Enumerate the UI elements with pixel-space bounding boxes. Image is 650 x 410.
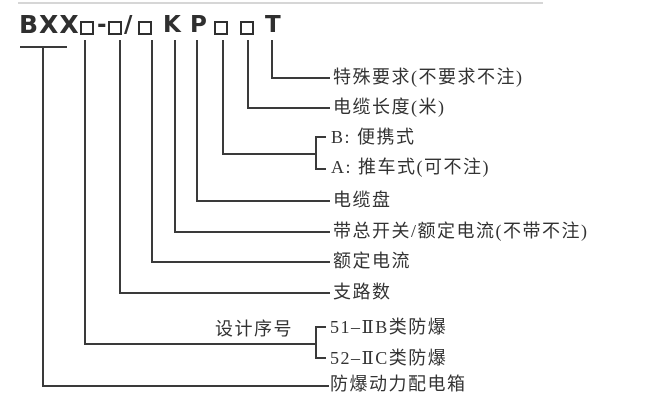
leader-type-bracket [222, 40, 317, 155]
leader-main-switch [174, 40, 330, 233]
label-design-serial: 设计序号 [215, 319, 293, 339]
code-box-3 [138, 21, 152, 35]
label-type-b: B: 便携式 [331, 127, 416, 147]
code-dash: - [97, 12, 107, 38]
type-ba-bracket [315, 136, 326, 170]
leader-special-req [271, 40, 330, 79]
code-prefix: BXX [19, 10, 80, 39]
leader-branch-count [119, 40, 330, 294]
code-box-1 [80, 21, 94, 35]
serial-5152-bracket [315, 326, 326, 359]
leader-product-name [42, 47, 329, 387]
code-letter-k: K [163, 12, 181, 38]
label-rated-current: 额定电流 [333, 251, 411, 271]
label-serial-52: 52–ⅡC类防爆 [330, 348, 448, 368]
leader-rated-current [151, 40, 330, 263]
code-slash: / [124, 12, 133, 38]
label-product-name: 防爆动力配电箱 [330, 374, 467, 394]
leader-cable-reel [196, 40, 330, 202]
code-letter-t: T [265, 12, 281, 38]
code-box-4 [214, 21, 228, 35]
code-letter-p: P [190, 12, 207, 38]
code-box-5 [240, 21, 254, 35]
label-cable-length: 电缆长度(米) [333, 97, 446, 117]
label-branch-count: 支路数 [333, 282, 392, 302]
top-divider-line [18, 2, 543, 4]
code-box-2 [108, 21, 122, 35]
leader-cable-length [247, 40, 330, 109]
label-main-switch: 带总开关/额定电流(不带不注) [333, 221, 589, 241]
label-type-a: A: 推车式(可不注) [331, 157, 490, 177]
label-cable-reel: 电缆盘 [333, 190, 392, 210]
leader-design-serial [84, 40, 317, 345]
label-special-req: 特殊要求(不要求不注) [333, 67, 524, 87]
label-serial-51: 51–ⅡB类防爆 [330, 317, 448, 337]
